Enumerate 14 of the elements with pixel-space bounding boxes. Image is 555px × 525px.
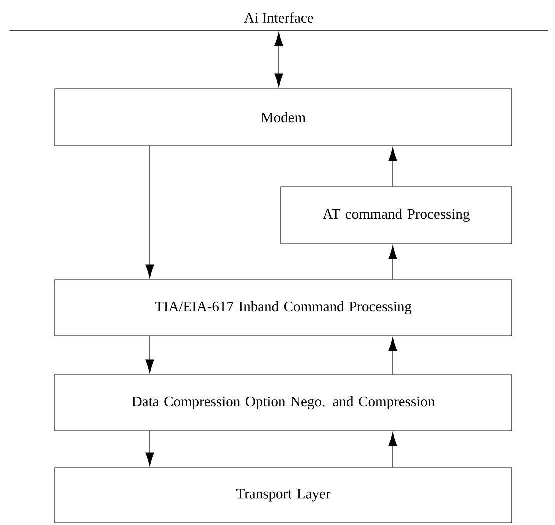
arrow <box>388 148 398 187</box>
arrow <box>274 32 284 88</box>
process-box: TIA/EIA-617 Inband Command Processing <box>54 280 512 336</box>
arrow <box>146 146 154 278</box>
arrow <box>388 338 398 375</box>
arrow <box>388 246 398 280</box>
arrow <box>146 336 154 374</box>
process-box: Modem <box>54 88 512 146</box>
process-box: AT command Processing <box>280 186 512 244</box>
arrow <box>146 431 154 466</box>
process-box: Data Compression Option Nego. and Compression <box>54 374 512 432</box>
process-box: Transport Layer <box>54 468 512 524</box>
arrow <box>388 432 398 468</box>
interface-line: Ai Interface <box>9 12 549 32</box>
